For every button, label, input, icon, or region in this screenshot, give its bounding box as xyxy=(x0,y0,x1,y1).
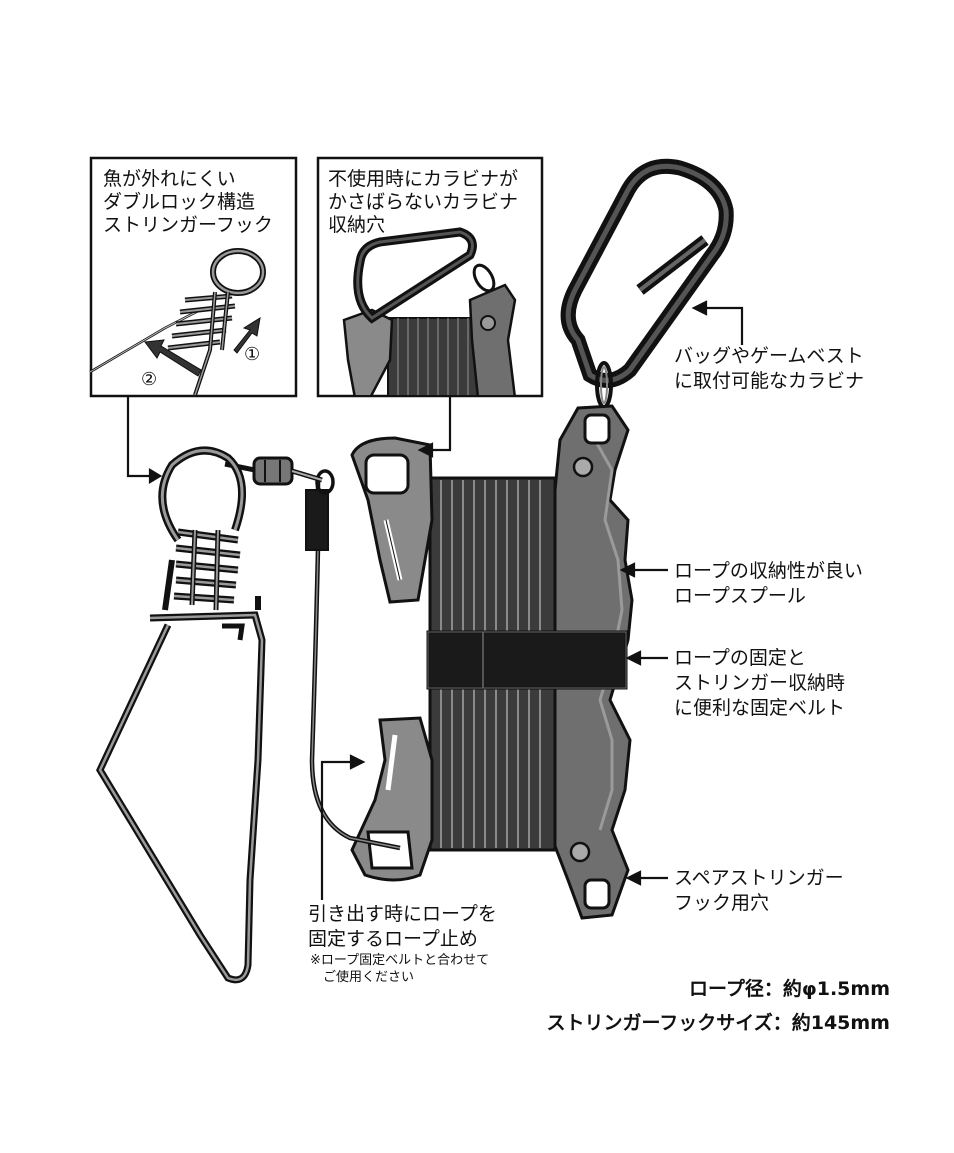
callout-spare-hook-hole: スペアストリンガー フック用穴 xyxy=(674,867,844,914)
stringer-hook-illustration xyxy=(96,446,401,984)
rope-stopper-note: ※ロープ固定ベルトと合わせて ご使用ください xyxy=(310,953,490,985)
inset-left-title: 魚が外れにくい ダブルロック構造 ストリンガーフック xyxy=(103,168,273,236)
callout-fixing-belt: ロープの固定と ストリンガー収納時 に便利な固定ベルト xyxy=(674,647,846,719)
spec-hook-size: ストリンガーフックサイズ：約145mm xyxy=(546,1012,890,1034)
inset-box-carabiner-storage xyxy=(316,156,544,398)
rope-spool-illustration xyxy=(350,404,634,920)
carabiner-illustration xyxy=(560,158,734,409)
inset-right-title: 不使用時にカラビナが かさばらないカラビナ 収納穴 xyxy=(328,168,519,236)
spec-rope-diameter: ロープ径：約φ1.5mm xyxy=(689,978,890,1000)
callout-rope-spool: ロープの収納性が良い ロープスプール xyxy=(674,560,863,607)
leader-lines xyxy=(126,300,744,900)
callout-rope-stopper: 引き出す時にロープを 固定するロープ止め xyxy=(308,903,497,950)
step-1-label: ① xyxy=(244,344,261,365)
inset-box-double-lock xyxy=(89,156,298,398)
callout-carabiner: バッグやゲームベスト に取付可能なカラビナ xyxy=(674,345,865,392)
step-2-label: ② xyxy=(141,369,158,390)
